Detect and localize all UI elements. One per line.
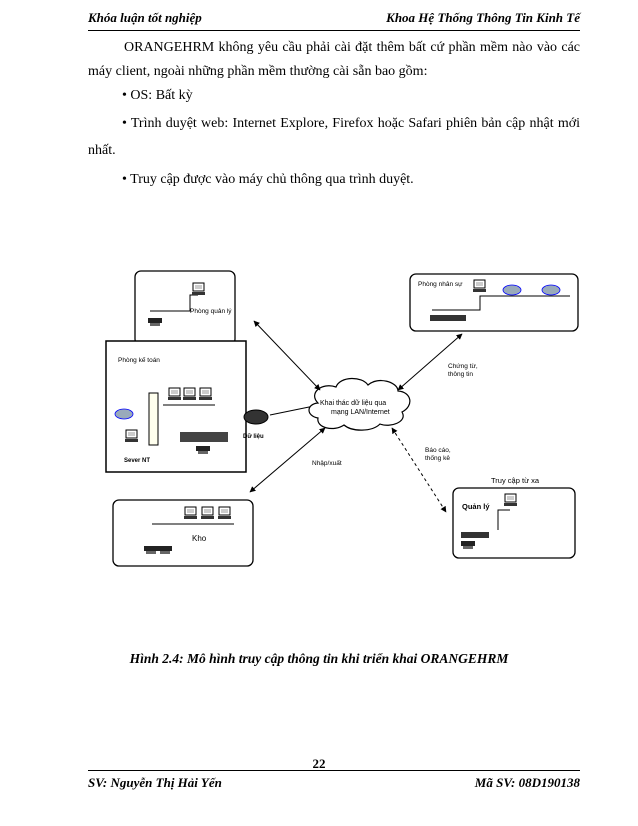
label-phong-nhan-su: Phòng nhân sự	[418, 281, 463, 288]
footer-left: SV: Nguyễn Thị Hải Yến	[88, 775, 222, 790]
computer-icon	[472, 279, 487, 293]
printer-icon	[158, 546, 172, 554]
arrow-remote	[391, 427, 447, 513]
header-left: Khóa luận tốt nghiệp	[88, 10, 202, 25]
printer-icon	[144, 546, 158, 554]
user-icon	[114, 408, 134, 420]
label-truy-cap-tu-xa: Truy cập từ xa	[491, 476, 540, 485]
computer-icon	[124, 429, 139, 443]
header-right: Khoa Hệ Thống Thông Tin Kinh Tế	[386, 10, 580, 25]
printer-icon	[148, 318, 162, 326]
computer-icon	[217, 506, 232, 520]
para1-line2: máy client, ngoài những phần mềm thường …	[88, 64, 428, 79]
switch-icon	[430, 315, 466, 321]
room-remote-manager	[452, 487, 576, 559]
cloud-label-line1: Khai thác dữ liệu qua	[320, 400, 386, 407]
room-warehouse	[112, 499, 254, 567]
router-icon	[243, 409, 269, 425]
label-chung-tu-2: thông tin	[448, 371, 473, 378]
label-bao-cao-2: thống kê	[425, 453, 450, 462]
page-header: Khóa luận tốt nghiệp Khoa Hệ Thống Thông…	[88, 8, 580, 31]
printer-icon	[461, 541, 475, 549]
switch-icon	[461, 532, 489, 538]
figure-caption: Hình 2.4: Mô hình truy cập thông tin khi…	[129, 651, 509, 666]
arrow-management	[253, 320, 321, 391]
computer-icon	[167, 387, 182, 401]
arrow-hr	[397, 333, 463, 391]
computer-icon	[198, 387, 213, 401]
computer-icon	[191, 282, 206, 296]
label-nhap-xuat: Nhập/xuất	[312, 458, 342, 467]
cloud-icon	[308, 377, 411, 431]
label-du-lieu: Dữ liệu	[243, 434, 264, 440]
arrow-warehouse	[249, 427, 326, 493]
label-phong-ke-toan: Phòng kế toán	[118, 355, 160, 364]
room-accounting	[105, 340, 247, 473]
label-chung-tu-1: Chứng từ,	[448, 363, 478, 370]
users-icon	[502, 284, 561, 296]
footer-right: Mã SV: 08D190138	[474, 775, 580, 790]
para1-line1: ORANGEHRM không yêu cầu phải cài đặt thê…	[124, 40, 580, 55]
label-kho: Kho	[192, 534, 207, 543]
printer-icon	[196, 446, 210, 454]
server-icon	[148, 392, 159, 446]
page-footer: SV: Nguyễn Thị Hải Yến Mã SV: 08D190138	[88, 770, 580, 793]
bullet-os: • OS: Bất kỳ	[122, 88, 193, 103]
page-number: 22	[312, 756, 326, 771]
label-server: Sever NT	[124, 458, 150, 464]
label-quan-ly: Quản lý	[462, 502, 490, 511]
label-phong-quan-ly: Phòng quản lý	[190, 308, 232, 315]
switch-icon	[180, 432, 228, 442]
label-bao-cao-1: Báo cáo,	[425, 447, 451, 454]
computer-icon	[182, 387, 197, 401]
bullet-browser-line1: • Trình duyệt web: Internet Explore, Fir…	[122, 116, 580, 131]
cloud-label-line2: mạng LAN/Internet	[331, 409, 390, 416]
computer-icon	[200, 506, 215, 520]
bullet-access: • Truy cập được vào máy chủ thông qua tr…	[122, 172, 414, 187]
bullet-browser-line2: nhất.	[88, 143, 116, 158]
computer-icon	[503, 493, 518, 507]
computer-icon	[183, 506, 198, 520]
